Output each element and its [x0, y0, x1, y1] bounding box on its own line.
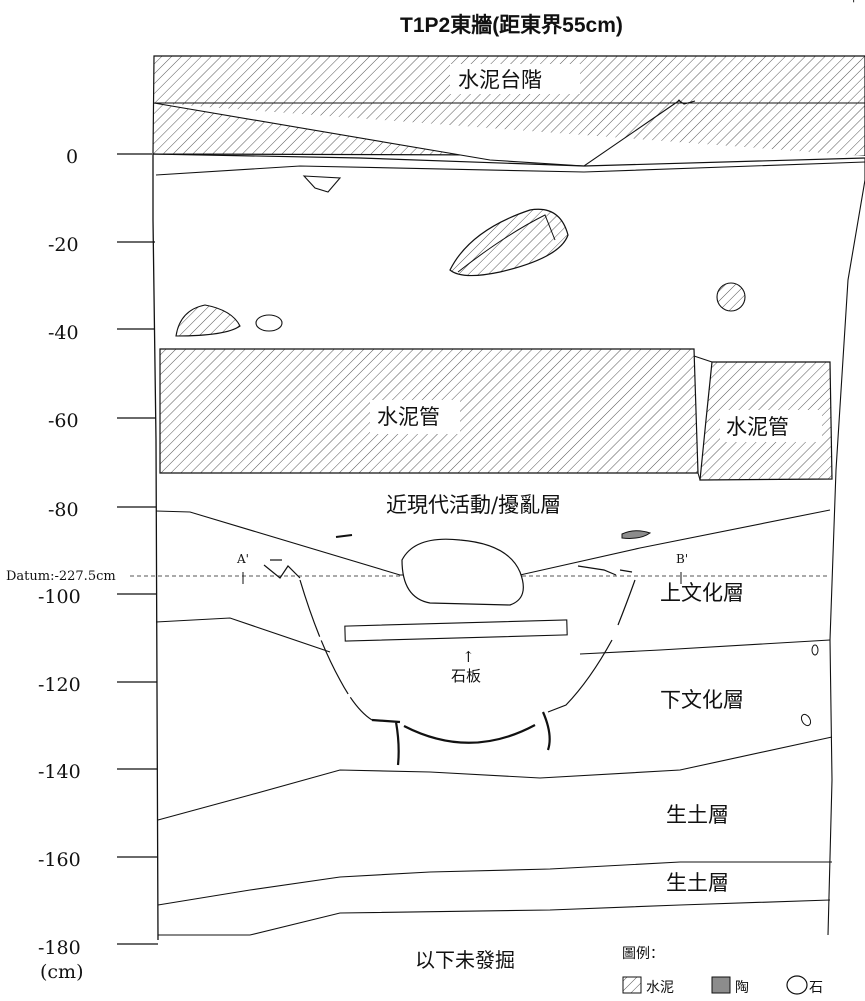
cement-pipe-joint — [693, 355, 713, 481]
lower-culture-label: 下文化層 — [660, 688, 744, 712]
cement-steps-notch — [677, 99, 696, 105]
cement-pipe-side-label: 水泥管 — [726, 415, 789, 439]
cement-steps-layer: 水泥台階 — [152, 55, 865, 167]
legend-item-stone: 石 — [809, 980, 823, 996]
upper-culture-label: 上文化層 — [660, 581, 744, 605]
pit-right-wall — [547, 579, 636, 713]
lower-culture-lower-boundary — [157, 736, 833, 821]
sterile-soil-boundary — [157, 861, 832, 906]
axis-unit: (cm) — [40, 961, 83, 983]
sterile-soil-1-label: 生土層 — [666, 803, 729, 827]
legend: 圖例： 水泥 陶 石 — [622, 946, 823, 996]
pit-feature: A' B' ↑ 石板 — [236, 538, 688, 766]
small-stone-right-2 — [800, 713, 812, 727]
ground-surface-line — [152, 153, 865, 167]
pit-base-curve — [371, 711, 551, 766]
stone-large-hatched — [449, 208, 569, 277]
modern-disturbance-label: 近現代活動/擾亂層 — [386, 493, 561, 517]
stone-oval-left — [255, 314, 283, 332]
stone-boulder — [401, 538, 524, 606]
legend-item-pottery: 陶 — [735, 980, 749, 996]
profile-left-boundary — [152, 154, 159, 941]
corner-mark: ' — [852, 0, 855, 11]
pit-rim-right-dash — [577, 565, 633, 576]
pottery-sherd — [621, 530, 652, 539]
tick-label-20: -20 — [48, 234, 79, 256]
point-a-label: A' — [236, 552, 249, 566]
topsoil-line — [155, 161, 865, 176]
pit-rim-left-dash — [263, 564, 301, 579]
stones-upper — [175, 175, 746, 337]
tick-label-40: -40 — [48, 322, 79, 344]
legend-title: 圖例： — [622, 946, 664, 962]
tick-label-160: -160 — [38, 849, 81, 871]
upper-culture-lower-boundary — [155, 617, 831, 655]
point-b-label: B' — [676, 552, 688, 566]
slab-arrow: ↑ — [462, 648, 475, 666]
cement-pipe-main-label: 水泥管 — [377, 405, 440, 429]
tick-label-80: -80 — [48, 499, 79, 521]
cement-pipe-main-label-bg — [370, 400, 460, 434]
stone-small-top — [302, 175, 342, 193]
legend-hatch-swatch — [622, 976, 642, 994]
tick-label-60: -60 — [48, 410, 79, 432]
small-dash-mark — [335, 534, 353, 538]
tick-label-0: 0 — [66, 146, 78, 168]
tick-label-120: -120 — [38, 674, 81, 696]
depth-axis: 0 -20 -40 -60 -80 -100 -120 -140 -160 -1… — [38, 146, 158, 983]
not-excavated-label: 以下未發掘 — [415, 948, 515, 972]
sterile-soil-2-label: 生土層 — [666, 871, 729, 895]
cement-pipe-layer: 水泥管 水泥管 — [159, 348, 833, 481]
legend-stone-swatch — [786, 975, 808, 995]
profile-right-boundary — [827, 158, 865, 936]
tick-label-100: -100 — [38, 586, 81, 608]
slab-label: 石板 — [451, 667, 481, 685]
cement-steps-gap-polygon — [154, 103, 865, 166]
pit-left-wall — [299, 579, 373, 721]
cement-steps-label-bg — [450, 64, 580, 94]
legend-gray-swatch — [711, 976, 731, 994]
figure-title: T1P2東牆(距東界55cm) — [400, 14, 623, 37]
legend-item-cement: 水泥 — [646, 980, 674, 996]
datum-label: Datum:-227.5cm — [6, 569, 116, 584]
stone-large-inner-line — [457, 214, 556, 273]
tick-label-140: -140 — [38, 761, 81, 783]
cement-pipe-side-label-bg — [720, 410, 822, 442]
small-stone-right-1 — [811, 644, 819, 656]
excavation-bottom — [158, 899, 831, 936]
cement-steps-wedge-line — [153, 99, 681, 167]
stone-round-hatched — [716, 282, 746, 312]
tick-label-180: -180 — [38, 937, 81, 959]
cement-steps-label: 水泥台階 — [458, 68, 542, 92]
stone-slab — [344, 619, 568, 642]
stone-left-hatched — [175, 304, 241, 337]
